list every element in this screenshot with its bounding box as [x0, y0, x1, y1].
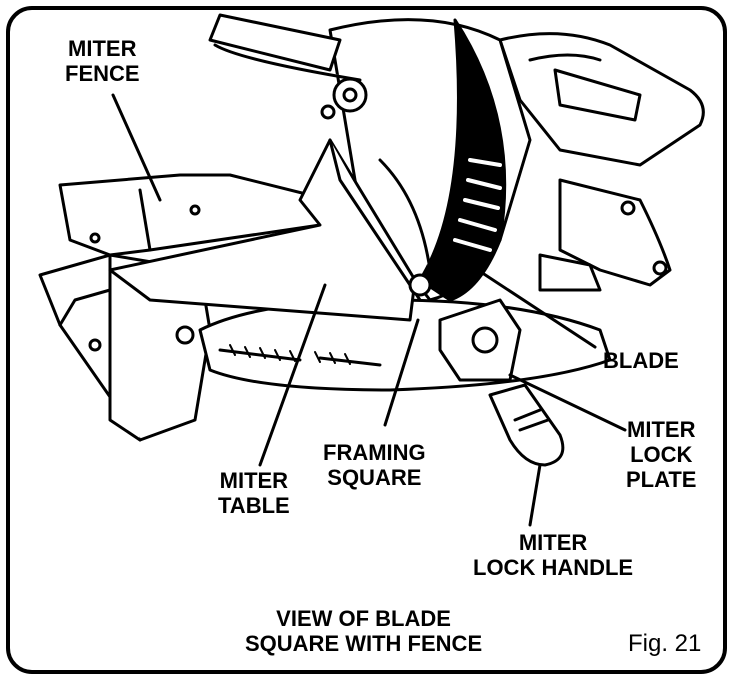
leader-miter-table	[258, 283, 327, 467]
leader-blade	[453, 253, 597, 349]
framing-square-shape	[108, 138, 432, 322]
saw-blade	[378, 18, 507, 302]
figure-caption: VIEW OF BLADE SQUARE WITH FENCE	[245, 606, 483, 656]
saw-handle	[498, 32, 705, 167]
label-miter-lock-handle: MITER LOCK HANDLE	[473, 530, 634, 580]
figure-number: Fig. 21	[628, 630, 702, 657]
label-framing-square: FRAMING SQUARE	[323, 440, 426, 490]
leader-framing-square	[383, 318, 420, 427]
miter-lock-assembly	[438, 298, 565, 467]
label-miter-fence: MITER FENCE	[65, 36, 140, 86]
label-miter-table: MITER TABLE	[218, 468, 290, 518]
leader-miter-fence	[111, 93, 162, 202]
leader-miter-lock-handle	[528, 463, 542, 527]
label-blade: BLADE	[603, 348, 679, 373]
saw-arm	[558, 178, 672, 287]
leader-miter-lock-plate	[508, 373, 627, 432]
label-miter-lock-plate: MITER LOCK PLATE	[626, 417, 697, 492]
